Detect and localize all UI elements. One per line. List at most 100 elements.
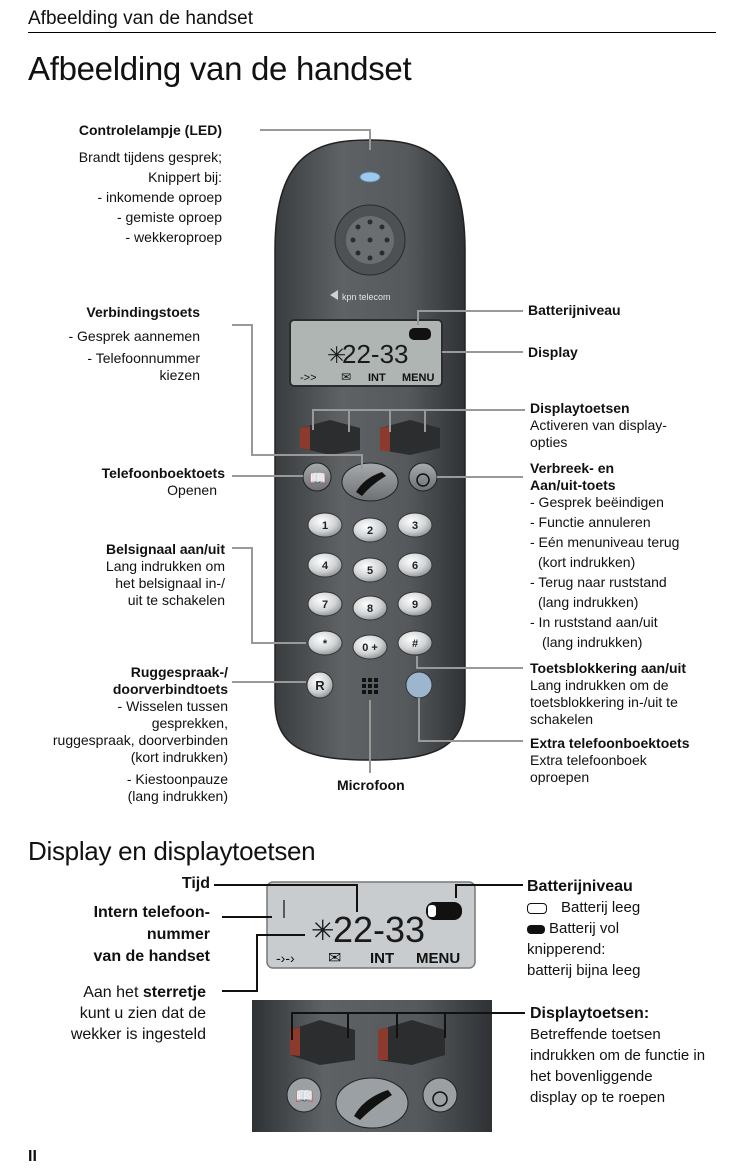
svg-text:✉: ✉ <box>341 370 351 384</box>
svg-text:3: 3 <box>412 520 418 532</box>
display-label: Display <box>528 344 578 360</box>
connect-line: kiezen <box>159 367 200 383</box>
svg-text:✳: ✳ <box>327 342 346 368</box>
led-line: - wekkeroproep <box>125 229 223 245</box>
display-detail-illustration: ✳ 22-33 -›-› ✉ INT MENU 📖 <box>214 881 525 1132</box>
led-line: Brandt tijdens gesprek; <box>78 149 222 165</box>
softkeys-detail-line: Betreffende toetsen <box>530 1026 661 1043</box>
ringer-line: het belsignaal in-/ <box>115 575 225 591</box>
endcall-line: (lang indrukken) <box>538 594 639 610</box>
svg-text:->>: ->> <box>300 372 317 384</box>
svg-text:-›-›: -›-› <box>276 950 295 966</box>
intern-label: nummer <box>146 926 210 943</box>
svg-text:8: 8 <box>367 603 373 615</box>
handset-illustration: kpn telecom ✳ 22-33 ->> ✉ INT MENU 📖 1 2… <box>232 129 525 773</box>
softkey-left <box>300 420 360 455</box>
svg-text:R: R <box>315 678 325 693</box>
endcall-line: - Eén menuniveau terug <box>530 534 680 550</box>
svg-text:7: 7 <box>322 599 328 611</box>
recall-key <box>306 671 334 699</box>
connect-title: Verbindingstoets <box>86 304 200 320</box>
keylock-line: toetsblokkering in-/uit te <box>530 694 678 710</box>
phonebook-title: Telefoonboektoets <box>101 465 225 481</box>
time-label: Tijd <box>181 875 210 892</box>
svg-text:9: 9 <box>412 599 418 611</box>
keylock-line: Lang indrukken om de <box>530 677 669 693</box>
recall-line: - Kiestoonpauze <box>126 771 228 787</box>
svg-text:INT: INT <box>368 372 386 384</box>
extra-phonebook-title: Extra telefoonboektoets <box>530 735 690 751</box>
recall-line: - Wisselen tussen <box>117 698 228 714</box>
extra-phonebook-key <box>405 671 433 699</box>
microphone-icon <box>362 678 378 694</box>
svg-text:✉: ✉ <box>328 950 341 967</box>
ringer-line: uit te schakelen <box>127 592 225 608</box>
recall-line: (lang indrukken) <box>127 788 228 804</box>
battery-detail-title: Batterijniveau <box>527 878 633 895</box>
page-number: II <box>28 1148 37 1165</box>
led-line: - inkomende oproep <box>97 189 222 205</box>
softkeys-title: Displaytoetsen <box>530 400 630 416</box>
star-pre: Aan het <box>83 984 143 1001</box>
section-title: Display en displaytoetsen <box>28 836 316 866</box>
svg-text:📖: 📖 <box>295 1088 314 1105</box>
svg-text:MENU: MENU <box>402 372 434 384</box>
endcall-line: - Functie annuleren <box>530 514 651 530</box>
page-title: Afbeelding van de handset <box>28 50 412 87</box>
endcall-line: - Terug naar ruststand <box>530 574 667 590</box>
softkeys-line: opties <box>530 434 568 450</box>
lcd-detail <box>266 881 476 969</box>
softkeys-line: Activeren van display- <box>530 417 667 433</box>
microphone-label: Microfoon <box>337 777 405 793</box>
endcall-line: (lang indrukken) <box>542 634 643 650</box>
svg-text:#: # <box>412 638 418 650</box>
battery-detail-line: batterij bijna leeg <box>527 962 641 979</box>
extra-phonebook-line: oproepen <box>530 769 590 785</box>
svg-text:✳: ✳ <box>311 915 334 946</box>
led-line: - gemiste oproep <box>116 209 222 225</box>
running-header: Afbeelding van de handset <box>28 8 254 29</box>
svg-text:1: 1 <box>322 520 328 532</box>
softkeys-detail-title: Displaytoetsen: <box>530 1005 650 1022</box>
svg-text:INT: INT <box>370 950 394 967</box>
battery-empty-icon <box>527 902 547 914</box>
keylock-line: schakelen <box>530 711 594 727</box>
keylock-title: Toetsblokkering aan/uit <box>530 660 687 676</box>
endcall-line: - In ruststand aan/uit <box>530 614 658 630</box>
end-call-key <box>408 462 438 492</box>
endcall-title: Verbreek- en <box>530 460 615 476</box>
svg-text:6: 6 <box>412 560 418 572</box>
battery-full-label: Batterij vol <box>549 920 620 937</box>
star-line: kunt u zien dat de <box>79 1005 206 1022</box>
softkeys-detail-line: het bovenliggende <box>530 1068 653 1085</box>
extra-phonebook-line: Extra telefoonboek <box>530 752 647 768</box>
svg-text:22-33: 22-33 <box>342 339 409 369</box>
endcall-title: Aan/uit-toets <box>530 477 616 493</box>
softkeys-detail-line: indrukken om de functie in <box>530 1047 706 1064</box>
header-rule <box>28 32 716 33</box>
svg-text:0 +: 0 + <box>362 642 378 654</box>
softkeys-detail-line: display op te roepen <box>530 1089 666 1106</box>
svg-text:22-33: 22-33 <box>333 909 425 950</box>
endcall-line: - Gesprek beëindigen <box>530 494 664 510</box>
star-bold: sterretje <box>142 984 206 1001</box>
svg-text:kpn telecom: kpn telecom <box>342 292 391 302</box>
recall-title: doorverbindtoets <box>112 681 228 697</box>
phonebook-line: Openen <box>167 482 217 498</box>
svg-text:5: 5 <box>367 565 373 577</box>
svg-text:4: 4 <box>322 560 329 572</box>
recall-line: gesprekken, <box>151 715 228 731</box>
intern-label: van de handset <box>93 948 210 965</box>
intern-label: Intern telefoon- <box>93 904 210 921</box>
led-line: Knippert bij: <box>148 169 222 185</box>
recall-title: Ruggespraak-/ <box>130 664 228 680</box>
battery-empty-label: Batterij leeg <box>561 899 641 916</box>
svg-text:MENU: MENU <box>416 950 460 967</box>
battery-full-icon <box>527 924 545 934</box>
recall-line: ruggespraak, doorverbinden <box>52 732 228 748</box>
star-line: wekker is ingesteld <box>70 1026 206 1043</box>
recall-line: (kort indrukken) <box>130 749 228 765</box>
svg-text:📖: 📖 <box>309 470 326 486</box>
led-title: Controlelampje (LED) <box>78 122 222 138</box>
battery-detail-line: knipperend: <box>527 941 606 958</box>
